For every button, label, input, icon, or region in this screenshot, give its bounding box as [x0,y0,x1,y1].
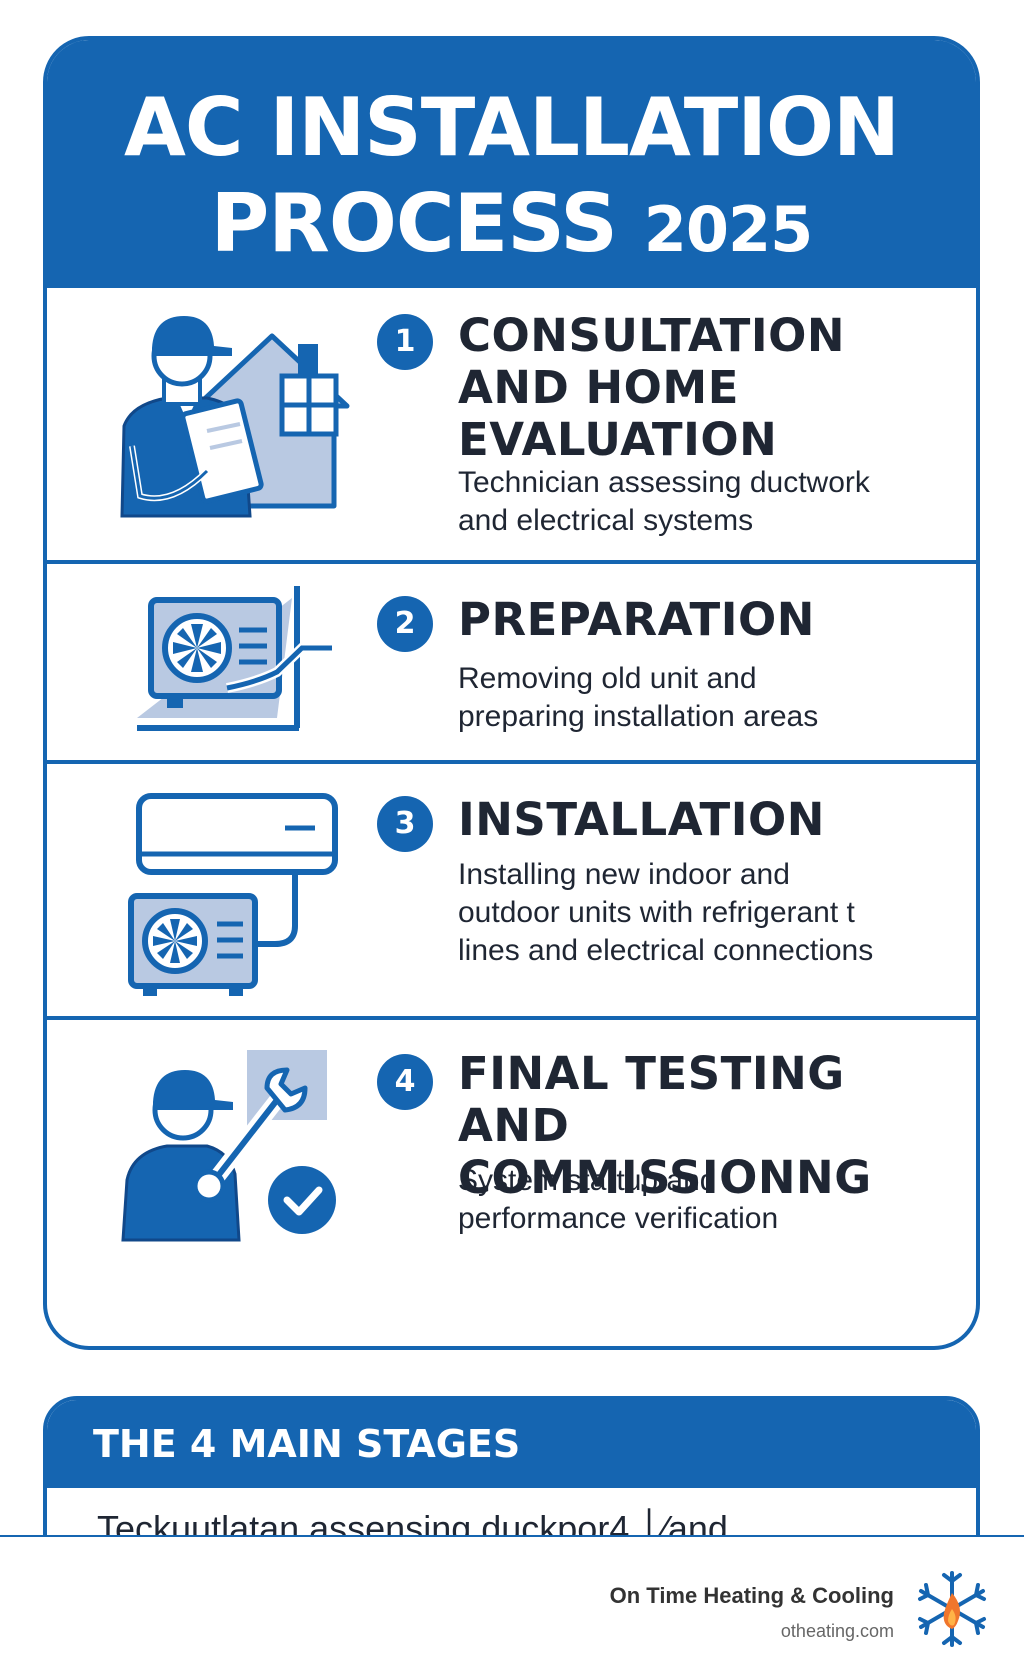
footer: On Time Heating & Cooling otheating.com [0,1535,1024,1666]
split-ac-icon [128,793,338,996]
technician-wrench-check-icon [121,1050,336,1242]
stages-heading: THE 4 MAIN STAGES [47,1400,976,1488]
step-title: INSTALLATION [458,794,968,846]
step-2: 2 PREPARATION Removing old unit and prep… [47,560,976,760]
step-description: Technician assessing ductwork and electr… [458,464,968,540]
step-description-line: Installing new indoor and [458,858,790,891]
step-description: Installing new indoor and outdoor units … [458,856,968,970]
step-description-line: Removing old unit and [458,662,757,695]
step-title-line: PREPARATION [458,593,815,646]
step-4: 4 FINAL TESTING AND COMMISSIONNG System … [47,1016,976,1346]
step-description-line: preparing installation areas [458,700,819,733]
step-number-badge: 2 [377,596,433,652]
outdoor-unit-removal-icon [137,586,332,731]
step-title-line: AND HOME [458,361,739,414]
title-line-2: PROCESS 2025 [47,176,976,278]
step-title-line: FINAL TESTING [458,1047,845,1100]
step-description-line: outdoor units with refrigerant t [458,896,855,929]
brand-name: On Time Heating & Cooling [609,1583,894,1608]
step-description: Removing old unit and preparing installa… [458,660,968,736]
header-banner: AC INSTALLATION PROCESS 2025 [47,40,976,288]
snowflake-flame-logo [918,1571,986,1647]
step-description-line: and electrical systems [458,504,754,537]
step-title-line: CONSULTATION [458,309,846,362]
title-line-1: AC INSTALLATION [123,81,900,174]
step-title-line: INSTALLATION [458,793,825,846]
title-year: 2025 [643,193,814,266]
step-description-line: performance verification [458,1202,779,1235]
step-description-line: System startup and [458,1164,717,1197]
brand-url[interactable]: otheating.com [780,1621,894,1641]
step-1: 1 CONSULTATION AND HOME EVALUATION Techn… [47,270,976,560]
step-number-badge: 4 [377,1054,433,1110]
title-process: PROCESS [210,177,618,270]
step-description-line: Technician assessing ductwork [458,466,870,499]
step-title-line: AND COMMISSIONNG [458,1099,872,1204]
step-description-line: lines and electrical connections [458,934,874,967]
step-description: System startup and performance verificat… [458,1162,968,1238]
step-title: FINAL TESTING AND COMMISSIONNG [458,1048,968,1204]
step-number-badge: 3 [377,796,433,852]
step-title-line: EVALUATION [458,413,778,466]
step-title: PREPARATION [458,594,968,646]
step-3: 3 INSTALLATION Installing new indoor and… [47,760,976,1016]
infographic-card: AC INSTALLATION PROCESS 2025 1 CONSULTAT… [43,36,980,1350]
step-number-badge: 1 [377,314,433,370]
technician-house-icon [120,316,350,518]
step-title: CONSULTATION AND HOME EVALUATION [458,310,968,466]
